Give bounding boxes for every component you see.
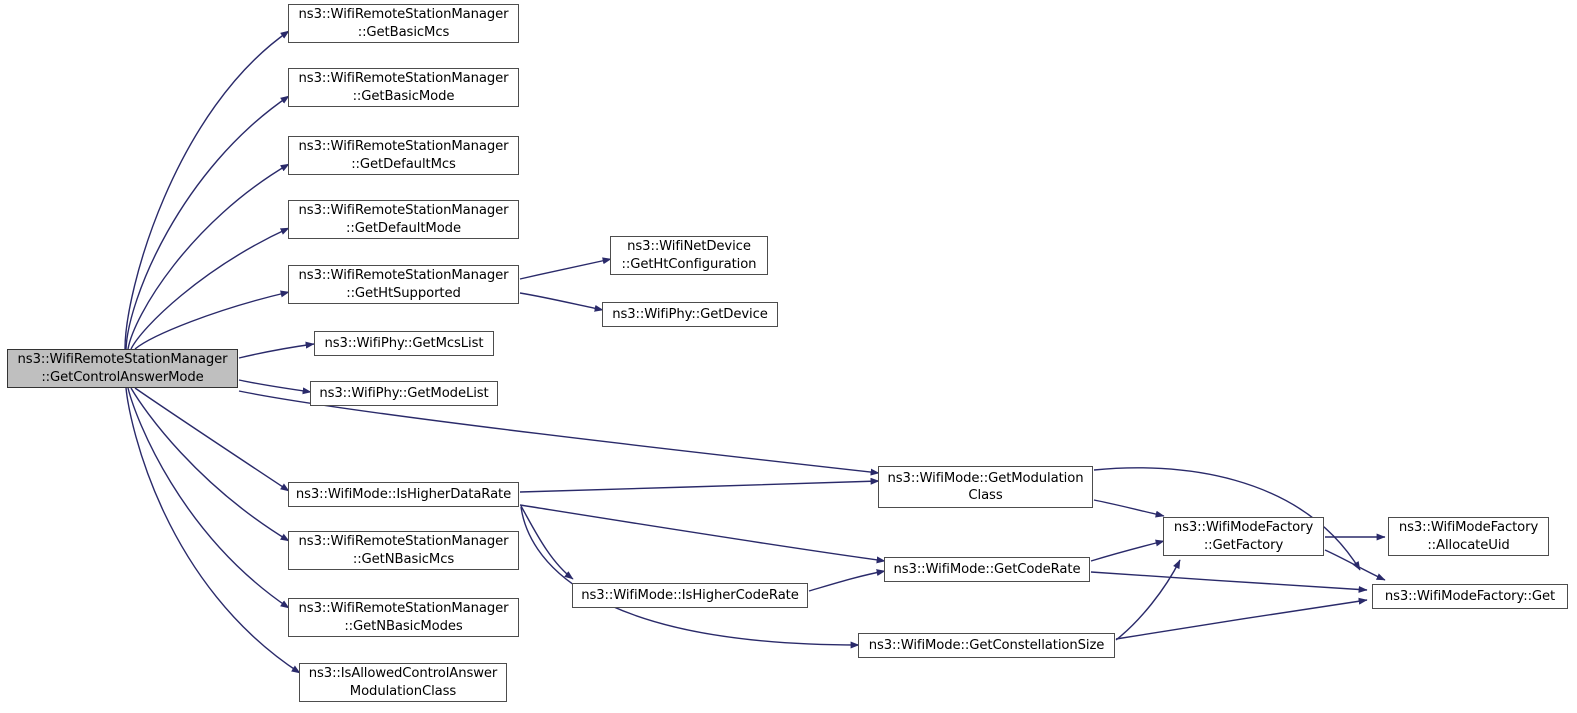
graph-node-getHtConfiguration[interactable]: ns3::WifiNetDevice ::GetHtConfiguration — [610, 236, 768, 275]
graph-node-getFactory[interactable]: ns3::WifiModeFactory ::GetFactory — [1163, 517, 1324, 556]
graph-node-label: ns3::WifiRemoteStationManager ::GetBasic… — [298, 71, 509, 104]
graph-edge — [1093, 499, 1165, 518]
graph-edge — [519, 257, 612, 280]
graph-node-getBasicMcs[interactable]: ns3::WifiRemoteStationManager ::GetBasic… — [288, 4, 519, 43]
graph-node-label: ns3::WifiModeFactory ::AllocateUid — [1398, 520, 1539, 553]
graph-node-label: ns3::WifiMode::GetModulation Class — [887, 470, 1084, 503]
graph-edge — [238, 341, 315, 359]
graph-node-getConstellationSize[interactable]: ns3::WifiMode::GetConstellationSize — [858, 633, 1115, 658]
graph-node-label: ns3::WifiMode::GetCodeRate — [893, 561, 1081, 577]
graph-node-label: ns3::IsAllowedControlAnswer ModulationCl… — [308, 666, 498, 699]
graph-edge — [127, 387, 290, 609]
graph-edge — [125, 387, 301, 674]
graph-edge — [238, 379, 312, 395]
graph-edge — [1115, 597, 1368, 640]
graph-node-label: ns3::WifiNetDevice ::GetHtConfiguration — [621, 239, 757, 272]
graph-node-label: ns3::WifiRemoteStationManager ::GetNBasi… — [298, 601, 509, 634]
graph-node-getDefaultMcs[interactable]: ns3::WifiRemoteStationManager ::GetDefau… — [288, 136, 519, 175]
graph-node-factoryGet[interactable]: ns3::WifiModeFactory::Get — [1372, 584, 1568, 609]
graph-node-getCodeRate[interactable]: ns3::WifiMode::GetCodeRate — [884, 557, 1090, 582]
graph-edge — [1090, 539, 1165, 562]
graph-node-label: ns3::WifiPhy::GetModeList — [319, 385, 489, 401]
graph-edge — [1090, 571, 1368, 593]
graph-edge — [238, 390, 880, 476]
graph-edge — [127, 163, 290, 350]
graph-node-label: ns3::WifiRemoteStationManager ::GetNBasi… — [298, 534, 509, 567]
graph-node-label: ns3::WifiMode::IsHigherCodeRate — [581, 587, 799, 603]
graph-node-label: ns3::WifiRemoteStationManager ::GetDefau… — [298, 203, 509, 236]
graph-edge — [134, 387, 290, 492]
graph-edge — [519, 292, 604, 312]
graph-edge — [130, 227, 290, 350]
graph-node-isAllowedCtrl[interactable]: ns3::IsAllowedControlAnswer ModulationCl… — [299, 663, 507, 702]
graph-edge — [130, 387, 290, 542]
graph-node-label: ns3::WifiRemoteStationManager ::GetContr… — [17, 352, 228, 385]
graph-node-label: ns3::WifiPhy::GetDevice — [612, 306, 768, 322]
graph-node-getDevice[interactable]: ns3::WifiPhy::GetDevice — [602, 302, 778, 327]
graph-edge — [520, 505, 574, 580]
graph-node-allocateUid[interactable]: ns3::WifiModeFactory ::AllocateUid — [1388, 517, 1549, 556]
graph-node-getMcsList[interactable]: ns3::WifiPhy::GetMcsList — [314, 331, 494, 356]
graph-edge — [519, 477, 880, 493]
graph-node-getModulationClass[interactable]: ns3::WifiMode::GetModulation Class — [878, 466, 1093, 508]
graph-node-getModeList[interactable]: ns3::WifiPhy::GetModeList — [310, 381, 498, 406]
graph-node-getNBasicMcs[interactable]: ns3::WifiRemoteStationManager ::GetNBasi… — [288, 531, 519, 570]
graph-node-root[interactable]: ns3::WifiRemoteStationManager ::GetContr… — [7, 349, 238, 388]
graph-node-label: ns3::WifiModeFactory ::GetFactory — [1173, 520, 1314, 553]
graph-edge — [124, 30, 290, 350]
graph-node-getDefaultMode[interactable]: ns3::WifiRemoteStationManager ::GetDefau… — [288, 200, 519, 239]
graph-node-getNBasicModes[interactable]: ns3::WifiRemoteStationManager ::GetNBasi… — [288, 598, 519, 637]
graph-edge — [519, 504, 886, 564]
graph-node-getHtSupported[interactable]: ns3::WifiRemoteStationManager ::GetHtSup… — [288, 265, 519, 304]
graph-node-getBasicMode[interactable]: ns3::WifiRemoteStationManager ::GetBasic… — [288, 68, 519, 107]
graph-edge — [1324, 549, 1386, 581]
graph-node-label: ns3::WifiRemoteStationManager ::GetDefau… — [298, 139, 509, 172]
graph-node-label: ns3::WifiPhy::GetMcsList — [324, 335, 484, 351]
graph-node-label: ns3::WifiRemoteStationManager ::GetHtSup… — [298, 268, 509, 301]
graph-node-label: ns3::WifiMode::GetConstellationSize — [868, 637, 1105, 653]
graph-edge — [808, 569, 886, 592]
graph-node-label: ns3::WifiModeFactory::Get — [1384, 588, 1556, 604]
graph-node-label: ns3::WifiRemoteStationManager ::GetBasic… — [298, 7, 509, 40]
graph-edge — [125, 95, 290, 350]
graph-node-isHigherDataRate[interactable]: ns3::WifiMode::IsHigherDataRate — [288, 482, 519, 507]
graph-edge — [134, 290, 290, 350]
graph-edge — [1115, 559, 1181, 641]
graph-node-isHigherCodeRate[interactable]: ns3::WifiMode::IsHigherCodeRate — [572, 583, 808, 608]
graph-edge — [520, 506, 860, 649]
graph-node-label: ns3::WifiMode::IsHigherDataRate — [295, 486, 512, 502]
